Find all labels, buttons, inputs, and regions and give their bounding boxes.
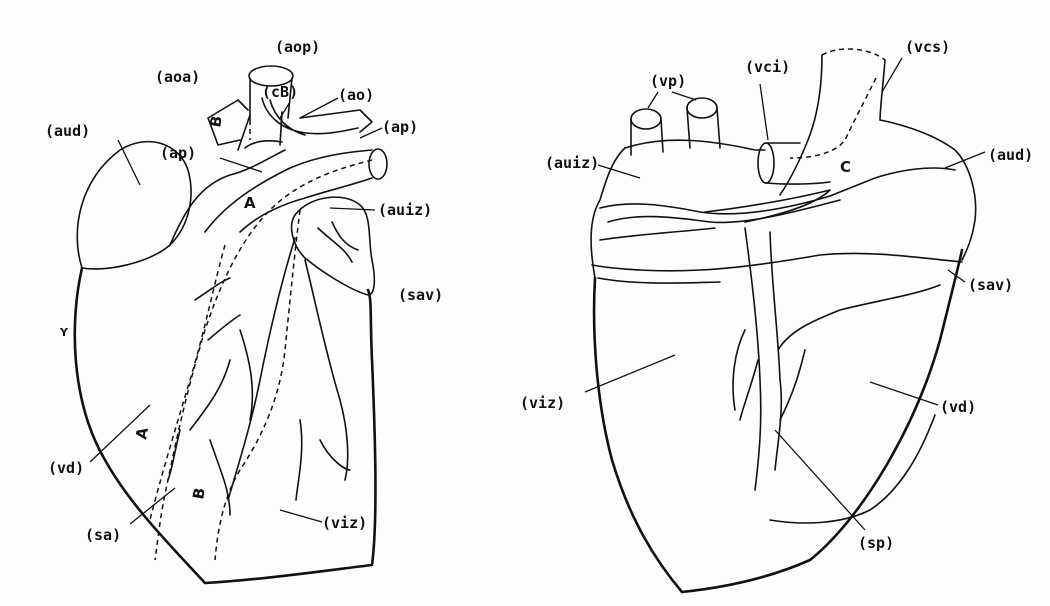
mark-y: Y: [59, 326, 69, 339]
label-aoa: (aoa): [155, 68, 200, 86]
leader-viz: [280, 510, 322, 522]
groove-line-2: [305, 260, 348, 480]
groove-branch-3: [296, 420, 350, 500]
leader-vd-right: [870, 382, 938, 405]
leader-auiz: [330, 208, 375, 210]
groove-branch-a: [733, 330, 758, 420]
leader-aud: [118, 140, 140, 185]
label-viz-left: (viz): [322, 514, 367, 532]
label-aud-left: (aud): [45, 122, 90, 140]
sinus-spur: [705, 190, 830, 222]
label-sav-right: (sav): [968, 276, 1013, 294]
posterior-right-auricle: [880, 120, 976, 260]
posterior-heart-view: (vp) (vci) (vcs) (auiz) (aud) (sav) (viz…: [520, 38, 1033, 592]
ivc-end: [758, 143, 774, 183]
letter-A-top: A: [244, 194, 256, 212]
aorta-ascending: [238, 112, 282, 150]
posterior-base-line: [770, 415, 935, 523]
svc-left-edge: [780, 55, 822, 195]
label-ap-left: (ap): [160, 144, 196, 162]
fold-near-auricle: [195, 278, 240, 340]
label-vd-right: (vd): [940, 398, 976, 416]
label-viz-right: (viz): [520, 394, 565, 412]
label-vd-left: (vd): [48, 459, 84, 477]
av-groove-lower: [598, 228, 720, 283]
posterior-ventricle-outline: [594, 250, 962, 592]
svc-top-dashed: [822, 49, 885, 60]
left-auricle-fold: [318, 222, 358, 262]
av-groove: [592, 253, 962, 270]
leader-auiz-right: [598, 165, 640, 178]
label-sa: (sa): [85, 526, 121, 544]
left-auricle-outline: [292, 197, 375, 295]
pulmonary-trunk-left-edge: [205, 150, 372, 232]
letter-B-bottom: B: [189, 486, 209, 500]
leader-vp: [648, 92, 696, 108]
label-aud-right: (aud): [988, 146, 1033, 164]
label-sp: (sp): [858, 534, 894, 552]
coronary-band-top: [600, 168, 955, 214]
atrial-base-line: [170, 150, 285, 245]
letter-C: C: [840, 158, 851, 176]
leader-sp: [775, 430, 865, 530]
label-aop: (aop): [275, 38, 320, 56]
label-vcs: (vcs): [905, 38, 950, 56]
leader-vci: [760, 84, 768, 140]
pulmonary-vein-1-top: [631, 109, 661, 129]
pulmonary-branch-end: [369, 149, 387, 179]
pulmonary-vein-2-top: [687, 98, 717, 118]
label-auiz-right: (auiz): [545, 154, 599, 172]
groove-branch-2: [168, 430, 230, 515]
posterior-atrial-top: [625, 140, 765, 150]
label-ao: (ao): [338, 86, 374, 104]
groove-line-1: [228, 238, 295, 500]
letter-A-bottom: A: [132, 426, 152, 441]
posterior-groove-left: [745, 228, 761, 490]
label-auiz-left: (auiz): [378, 201, 432, 219]
label-vci: (vci): [745, 58, 790, 76]
anterior-heart-view: (aop) (aoa) (cB) (ao) (aud) (ap) (ap) (a…: [45, 38, 443, 583]
leader-viz-right: [585, 355, 675, 392]
label-cB: (cB): [262, 83, 298, 101]
label-sav-left: (sav): [398, 286, 443, 304]
svc-inner-dashed: [790, 78, 876, 158]
groove-branch-b: [778, 285, 940, 350]
label-vp: (vp): [650, 72, 686, 90]
label-ap-right: (ap): [382, 118, 418, 136]
vessel-to-ap: [300, 110, 372, 132]
groove-branch-c: [780, 350, 805, 420]
dashed-route-a-inner: [150, 245, 225, 520]
letter-B-top: B: [206, 114, 226, 128]
